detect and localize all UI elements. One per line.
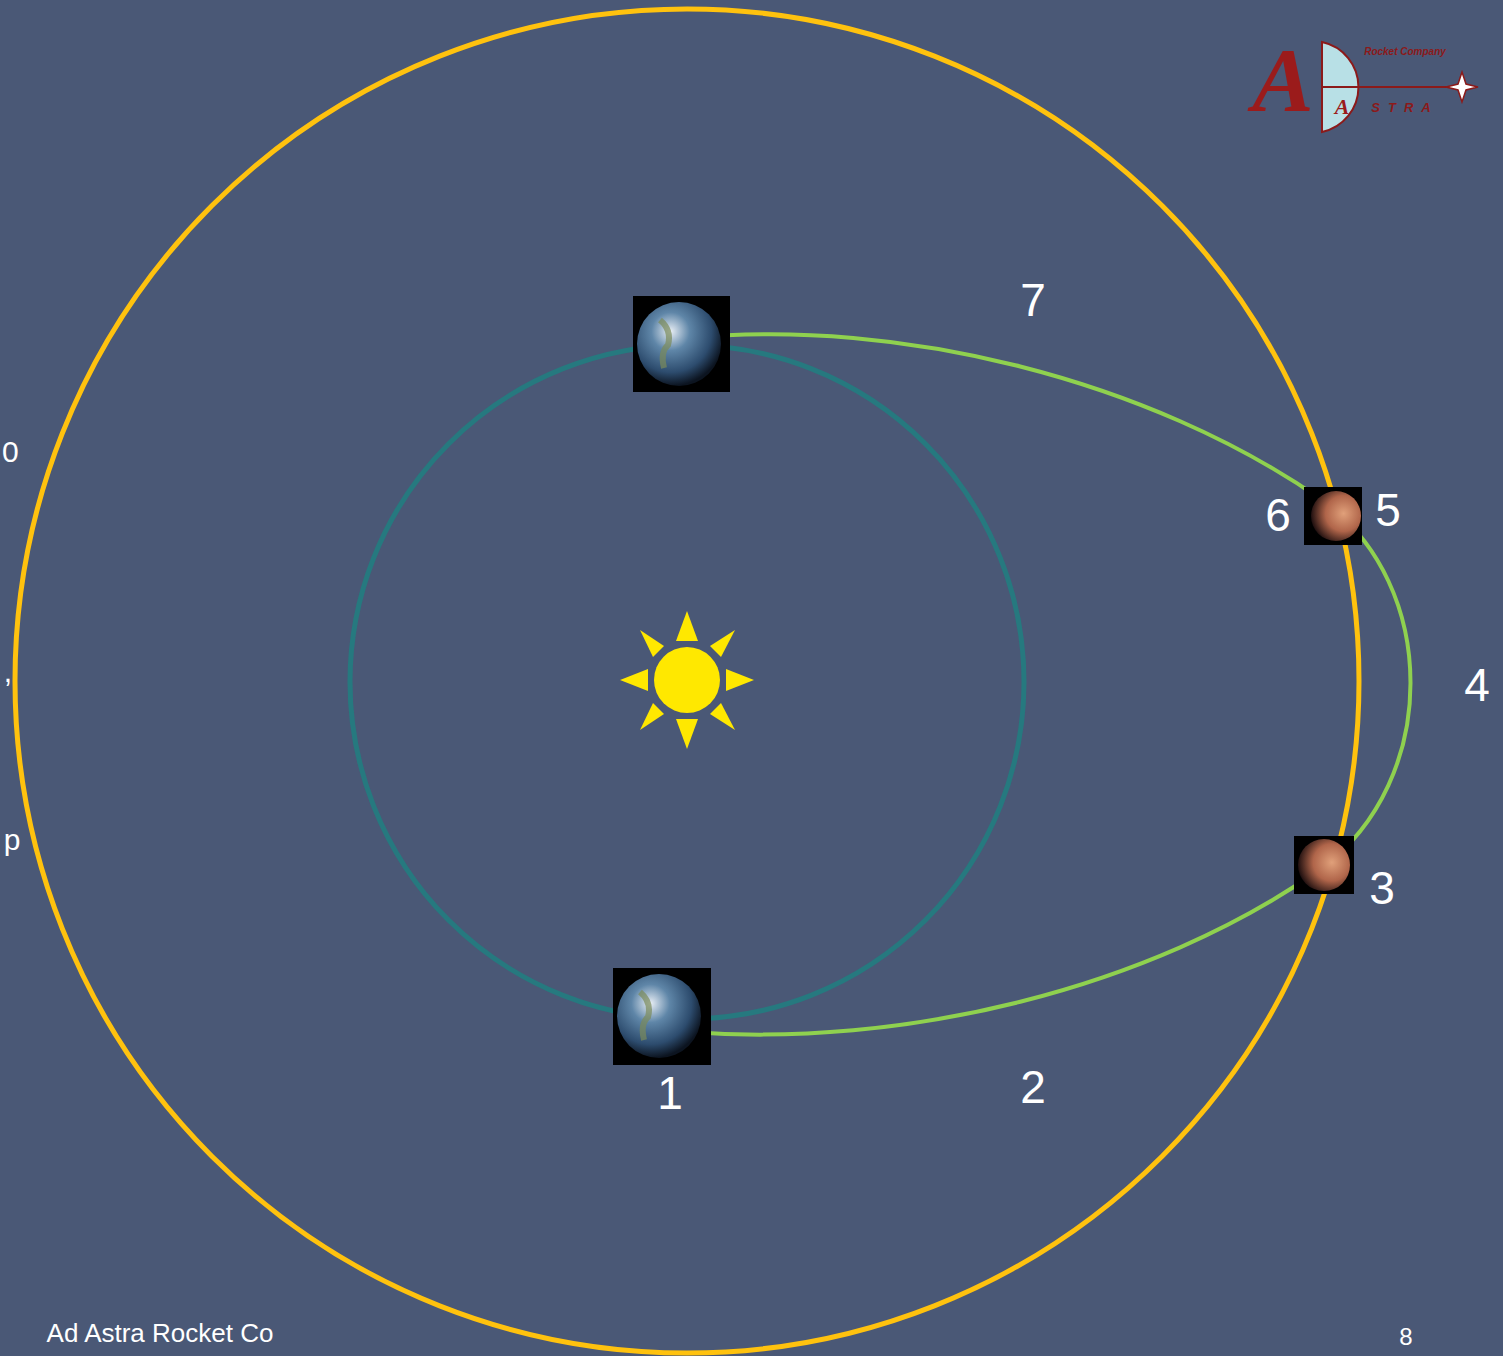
callout-number: 8: [1399, 1325, 1412, 1349]
mars-icon: [1294, 836, 1354, 894]
cut-text: p: [4, 825, 21, 855]
cut-text: ,: [4, 657, 12, 687]
callout-number: 5: [1375, 487, 1401, 533]
callout-number: 6: [1265, 492, 1291, 538]
earth-orbit: [350, 345, 1024, 1019]
company-logo: [1322, 42, 1478, 132]
callout-number: 7: [1020, 277, 1046, 323]
footer-text: Ad Astra Rocket Co: [47, 1320, 274, 1346]
earth-icon: [633, 296, 730, 392]
logo-text: Rocket Company: [1364, 47, 1446, 57]
mars-icon: [1304, 487, 1362, 545]
transfer-trajectory: [690, 334, 1411, 1034]
cut-text: 0: [2, 437, 19, 467]
mars-orbit: [15, 9, 1359, 1353]
logo-text: STRA: [1371, 101, 1438, 114]
callout-number: 3: [1369, 865, 1395, 911]
sun-symbol: [620, 611, 754, 749]
callout-number: 1: [657, 1070, 683, 1116]
logo-text: A: [1335, 96, 1350, 118]
logo-text: A: [1252, 34, 1313, 126]
callout-number: 2: [1020, 1064, 1046, 1110]
callout-number: 4: [1464, 662, 1490, 708]
earth-icon: [613, 968, 711, 1065]
